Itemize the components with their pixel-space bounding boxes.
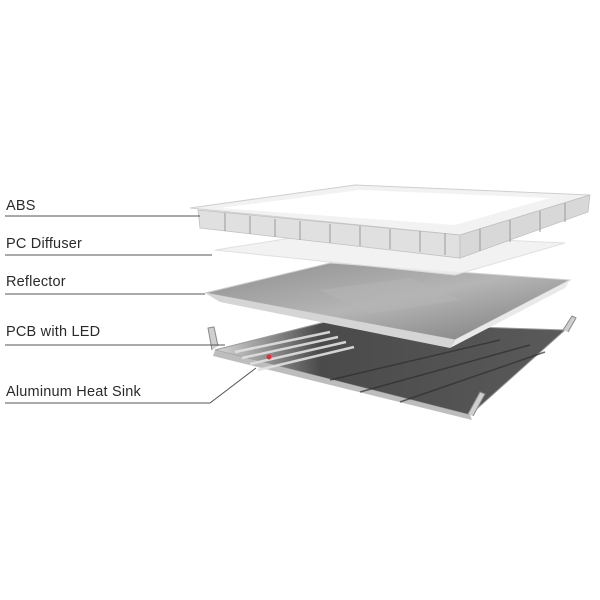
led-chip (266, 354, 272, 360)
abs-frame-layer (189, 184, 591, 259)
leader-line-aluminum-heat-sink (5, 367, 257, 404)
reflector-layer (204, 262, 572, 348)
label-pcb-with-led: PCB with LED (6, 324, 101, 340)
label-pc-diffuser: PC Diffuser (6, 236, 83, 252)
heat-sink-layer (207, 315, 577, 420)
leader-lines (5, 215, 257, 404)
label-aluminum-heat-sink: Aluminum Heat Sink (6, 384, 141, 400)
label-reflector: Reflector (6, 274, 66, 290)
label-abs: ABS (6, 198, 36, 214)
